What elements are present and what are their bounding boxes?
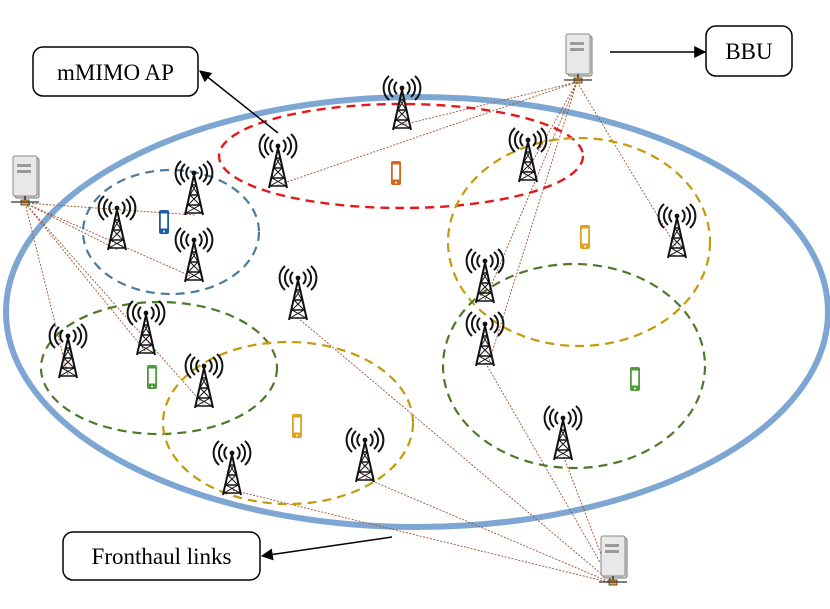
mmimo-ap-label: mMIMO AP <box>57 60 174 85</box>
server-icon <box>598 535 628 586</box>
antenna-tower-icon <box>184 353 224 409</box>
user-devices <box>147 161 640 438</box>
antenna-tower-icon <box>258 133 298 189</box>
mmimo-ap-label-box: mMIMO AP <box>32 46 199 97</box>
bbu-label-box: BBU <box>705 25 793 77</box>
mobile-phone-icon <box>391 161 401 185</box>
antenna-tower-icon <box>97 195 137 251</box>
cluster-red <box>217 102 585 210</box>
antenna-tower-icon <box>345 427 385 483</box>
antenna-tower-icon <box>174 160 214 216</box>
cluster-blue <box>81 168 261 296</box>
mobile-phone-icon <box>630 367 640 391</box>
cluster-green-right <box>441 262 707 470</box>
server-icon <box>563 33 593 84</box>
network-boundary <box>3 94 830 530</box>
mobile-phone-icon <box>580 225 590 249</box>
bbu-label: BBU <box>725 39 773 64</box>
fronthaul-label-box: Fronthaul links <box>62 531 261 581</box>
antenna-tower-icon <box>657 203 697 259</box>
antenna-tower-icon <box>465 248 505 304</box>
antenna-tower-icon <box>278 265 318 321</box>
antenna-tower-icon <box>212 440 252 496</box>
server-icon <box>10 155 40 206</box>
fronthaul-label: Fronthaul links <box>92 544 232 569</box>
antenna-tower-icon <box>48 323 88 379</box>
mobile-phone-icon <box>159 210 169 234</box>
antenna-tower-icon <box>543 405 583 461</box>
mmimo-ap-arrow <box>199 70 279 134</box>
fronthaul-arrow <box>260 536 393 561</box>
cluster-gold-top-right <box>446 136 712 348</box>
cluster-green-left <box>39 300 279 436</box>
antenna-tower-icon <box>174 227 214 283</box>
antenna-tower-icon <box>465 311 505 367</box>
mobile-phone-icon <box>292 414 302 438</box>
antenna-tower-icon <box>508 127 548 183</box>
antenna-tower-icon <box>126 300 166 356</box>
cluster-gold-bottom <box>161 340 415 506</box>
mobile-phone-icon <box>147 365 157 389</box>
